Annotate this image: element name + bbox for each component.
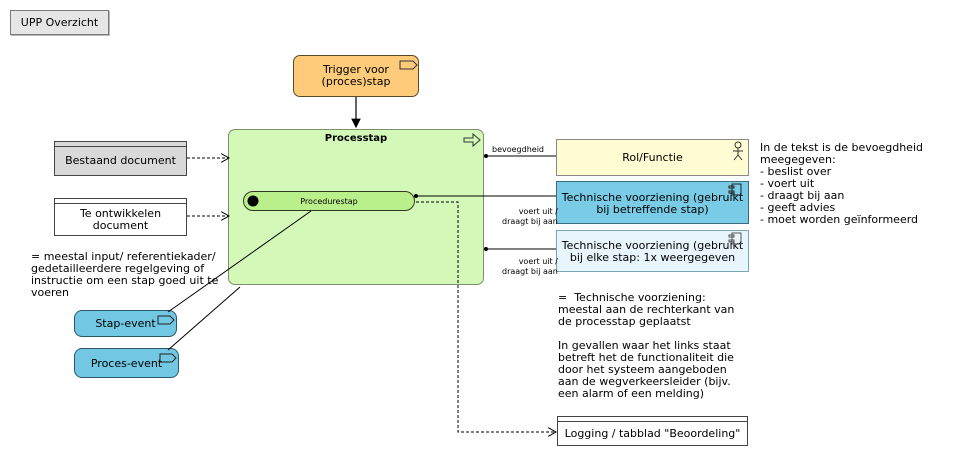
edge-label-voert-1: voert uit / draagt bij aan [502, 207, 558, 226]
technische-voorziening-elke-stap[interactable]: Technische voorziening (gebruikt bij elk… [556, 230, 749, 272]
proces-event-label: Proces-event [90, 356, 163, 370]
proces-event[interactable]: Proces-event [74, 348, 179, 378]
trigger-event[interactable]: Trigger voor (proces)stap [293, 55, 419, 97]
procedure-label: Procedurestap [300, 196, 358, 206]
note-input: = meestal input/ referentiekader/ gedeta… [31, 250, 219, 299]
stap-event[interactable]: Stap-event [74, 310, 177, 337]
doc-new-label: Te ontwikkelen document [79, 206, 162, 232]
tech2-connector-dot [484, 247, 488, 251]
process-title: Processtap [324, 133, 388, 144]
logging-beoordeling[interactable]: Logging / tabblad "Beoordeling" [557, 416, 748, 446]
note-technische-voorziening: = Technische voorziening: meestal aan de… [558, 291, 735, 400]
logging-label: Logging / tabblad "Beoordeling" [564, 426, 741, 440]
edge-label-bevoegdheid: bevoegdheid [492, 145, 544, 154]
tech1-label: Technische voorziening (gebruikt bij bet… [561, 190, 744, 216]
edge-label-voert-2: voert uit / draagt bij aan [502, 257, 558, 276]
role-label: Rol/Functie [622, 151, 683, 164]
procedurestap-node[interactable]: Procedurestap [243, 191, 415, 211]
doc-header-line [558, 421, 747, 422]
technische-voorziening-stap[interactable]: Technische voorziening (gebruikt bij bet… [556, 181, 749, 224]
tab-label: UPP Overzicht [20, 16, 99, 29]
note-bevoegdheid: In de tekst is de bevoegdheid meegegeven… [760, 141, 923, 226]
stap-event-label: Stap-event [95, 317, 156, 330]
tech2-label: Technische voorziening (gebruikt bij elk… [561, 239, 744, 264]
te-ontwikkelen-document[interactable]: Te ontwikkelen document [54, 198, 187, 236]
rol-functie[interactable]: Rol/Functie [556, 139, 749, 176]
bestaand-document[interactable]: Bestaand document [54, 141, 187, 176]
doc-existing-label: Bestaand document [65, 154, 176, 167]
doc-header-line [55, 146, 186, 147]
trigger-label: Trigger voor (proces)stap [321, 63, 391, 88]
role-connector-dot [484, 154, 488, 158]
doc-header-line [55, 203, 186, 204]
upp-overzicht-tab[interactable]: UPP Overzicht [10, 10, 109, 35]
